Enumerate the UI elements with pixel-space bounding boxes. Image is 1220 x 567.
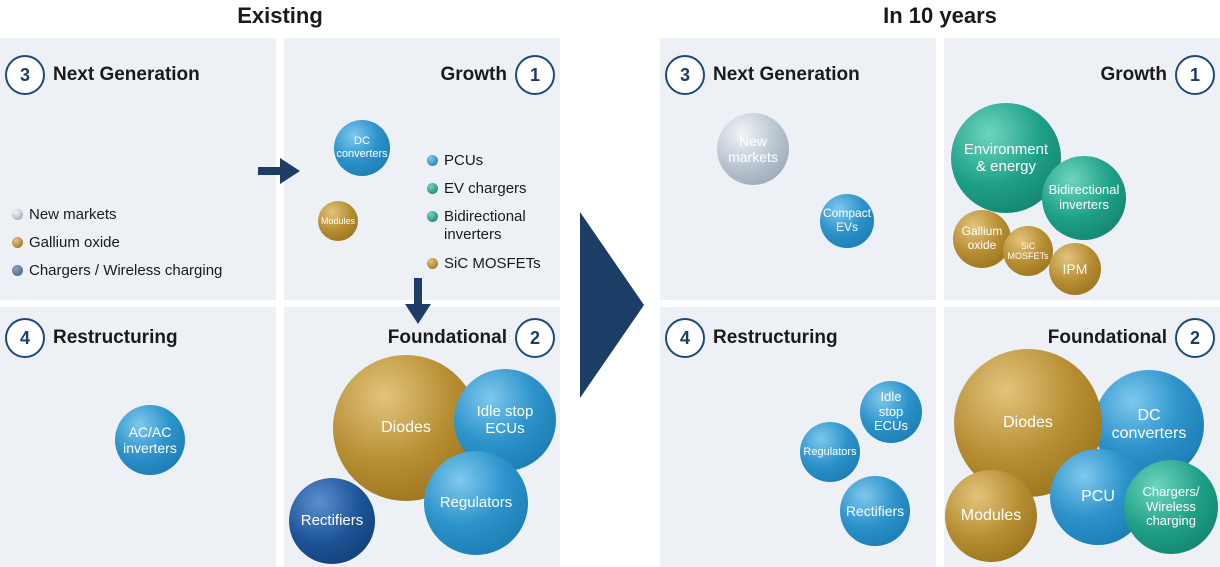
quadrant-heading: Foundational 2 (1048, 318, 1215, 358)
legend-item: SiC MOSFETs (427, 255, 557, 272)
quadrant-label: Next Generation (713, 64, 860, 85)
bubble-dc-converters: DC converters (334, 120, 390, 176)
bubble-ipm: IPM (1049, 243, 1101, 295)
bubble-sic-mosfets: SiC MOSFETs (1003, 226, 1053, 276)
arrow-right-icon (258, 158, 300, 184)
chevron-right-icon (580, 212, 644, 398)
quadrant-number-badge: 4 (665, 318, 705, 358)
quadrant-heading: 3 Next Generation (665, 55, 860, 95)
quadrant-heading: 4 Restructuring (665, 318, 838, 358)
future-restructuring-quadrant: 4 Restructuring Idle stop ECUs Regulator… (660, 307, 936, 567)
bubble-regulators: Regulators (800, 422, 860, 482)
bubble-rectifiers: Rectifiers (289, 478, 375, 564)
quadrant-heading: Growth 1 (1100, 55, 1215, 95)
legend-dot-icon (427, 155, 438, 166)
quadrant-label: Growth (1100, 64, 1168, 85)
future-title: In 10 years (883, 3, 997, 28)
existing-restructuring-quadrant: 4 Restructuring AC/AC inverters (0, 307, 276, 567)
bubble-gallium-oxide: Gallium oxide (953, 210, 1011, 268)
legend-label: Gallium oxide (29, 234, 120, 251)
legend-item: Chargers / Wireless charging (12, 262, 222, 279)
quadrant-label: Restructuring (53, 327, 178, 348)
arrow-down-icon (405, 278, 431, 324)
quadrant-label: Next Generation (53, 64, 200, 85)
legend-item: New markets (12, 206, 222, 223)
future-growth-quadrant: Growth 1 Environment & energy Bidirectio… (944, 38, 1220, 300)
growth-legend: PCUs EV chargers Bidirectional inverters… (427, 152, 557, 272)
legend-item: Bidirectional inverters (427, 208, 557, 244)
legend-item: Gallium oxide (12, 234, 222, 251)
legend-dot-icon (12, 209, 23, 220)
legend-dot-icon (12, 237, 23, 248)
quadrant-heading: 3 Next Generation (5, 55, 200, 95)
quadrant-number-badge: 3 (5, 55, 45, 95)
legend-label: New markets (29, 206, 117, 223)
quadrant-heading: Foundational 2 (388, 318, 555, 358)
legend-label: Chargers / Wireless charging (29, 262, 223, 279)
quadrant-number-badge: 1 (515, 55, 555, 95)
quadrant-label: Growth (440, 64, 508, 85)
quadrant-label: Foundational (1047, 327, 1167, 348)
bubble-rectifiers: Rectifiers (840, 476, 910, 546)
quadrant-number-badge: 4 (5, 318, 45, 358)
legend-item: PCUs (427, 152, 557, 169)
legend-label: Bidirectional inverters (444, 208, 526, 243)
quadrant-label: Foundational (387, 327, 507, 348)
quadrant-number-badge: 2 (515, 318, 555, 358)
quadrant-heading: 4 Restructuring (5, 318, 178, 358)
bubble-modules: Modules (945, 470, 1037, 562)
future-next-generation-quadrant: 3 Next Generation New markets Compact EV… (660, 38, 936, 300)
quadrant-number-badge: 2 (1175, 318, 1215, 358)
quadrant-number-badge: 1 (1175, 55, 1215, 95)
legend-item: EV chargers (427, 180, 557, 197)
legend-dot-icon (12, 265, 23, 276)
bubble-new-markets: New markets (717, 113, 789, 185)
legend-label: SiC MOSFETs (444, 255, 541, 272)
bubble-compact-evs: Compact EVs (820, 194, 874, 248)
bubble-ac-ac-inverters: AC/AC inverters (115, 405, 185, 475)
next-generation-legend: New markets Gallium oxide Chargers / Wir… (12, 206, 222, 279)
quadrant-label: Restructuring (713, 327, 838, 348)
existing-foundational-quadrant: Foundational 2 Diodes Idle stop ECUs Reg… (284, 307, 560, 567)
existing-title: Existing (237, 3, 323, 28)
bubble-modules: Modules (318, 201, 358, 241)
bubble-regulators: Regulators (424, 451, 528, 555)
legend-dot-icon (427, 258, 438, 269)
legend-label: EV chargers (444, 180, 527, 197)
bubble-idle-stop-ecus: Idle stop ECUs (860, 381, 922, 443)
quadrant-number-badge: 3 (665, 55, 705, 95)
existing-next-generation-quadrant: 3 Next Generation New markets Gallium ox… (0, 38, 276, 300)
future-foundational-quadrant: Foundational 2 DC converters Diodes PCU … (944, 307, 1220, 567)
legend-label: PCUs (444, 152, 484, 169)
quadrant-heading: Growth 1 (440, 55, 555, 95)
bubble-bidirectional-inverters: Bidirectional inverters (1042, 156, 1126, 240)
bubble-chargers-wireless: Chargers/ Wireless charging (1124, 460, 1218, 554)
legend-dot-icon (427, 183, 438, 194)
legend-dot-icon (427, 211, 438, 222)
existing-growth-quadrant: Growth 1 DC converters Modules PCUs EV c… (284, 38, 560, 300)
